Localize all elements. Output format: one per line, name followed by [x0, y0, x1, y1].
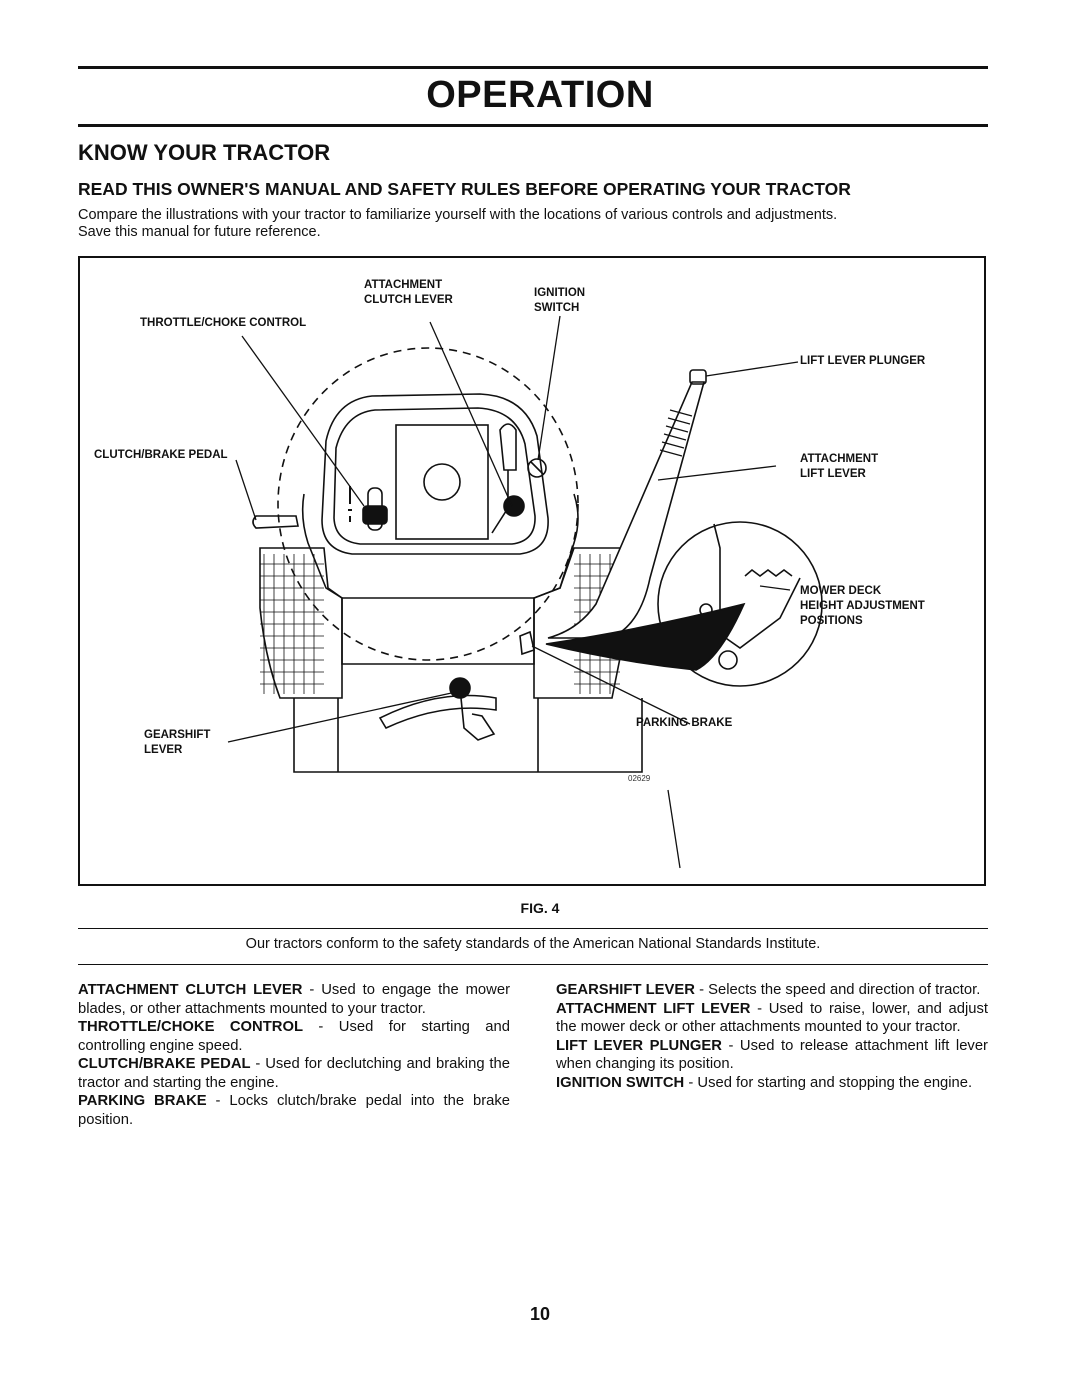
- leader-ignition: [537, 315, 561, 461]
- lift-lever-plunger-knob: [689, 369, 707, 385]
- label-mower-deck-height: MOWER DECK HEIGHT ADJUSTMENT POSITIONS: [800, 585, 925, 627]
- hood: [301, 493, 579, 665]
- desc-lift-lever-plunger: LIFT LEVER PLUNGER - Used to release att…: [556, 1037, 988, 1073]
- leader-lift-lever: [657, 465, 777, 481]
- figure-caption: FIG. 4: [520, 900, 560, 916]
- desc-attachment-lift-lever: ATTACHMENT LIFT LEVER - Used to raise, l…: [556, 1000, 988, 1036]
- intro-line-2: Save this manual for future reference.: [78, 224, 321, 240]
- dashboard-panel: [321, 393, 549, 555]
- left-grille: [260, 554, 324, 694]
- standards-top-rule: [78, 928, 988, 929]
- label-attachment-clutch-lever: ATTACHMENT CLUTCH LEVER: [364, 279, 453, 306]
- tractor-illustration: [227, 315, 823, 869]
- read-manual-subheading: READ THIS OWNER'S MANUAL AND SAFETY RULE…: [78, 179, 851, 199]
- desc-throttle-choke-control: THROTTLE/CHOKE CONTROL - Used for starti…: [78, 1019, 510, 1054]
- steering-wheel-outline: [277, 347, 579, 661]
- gearshift-quadrant: [378, 694, 497, 730]
- leader-gearshift: [227, 691, 457, 743]
- label-attachment-lift-lever: ATTACHMENT LIFT LEVER: [800, 453, 879, 480]
- intro-paragraph: Compare the illustrations with your trac…: [78, 207, 990, 241]
- label-parking-brake: PARKING BRAKE: [636, 717, 733, 729]
- leader-parking-brake: [531, 645, 691, 725]
- clutch-brake-pedal: [252, 515, 299, 529]
- gearshift-knob: [449, 677, 471, 699]
- leader-mower-deck: [759, 585, 791, 591]
- descriptions-left-column: ATTACHMENT CLUTCH LEVER - Used to engage…: [78, 981, 510, 1129]
- drawing-number: 02629: [628, 774, 651, 783]
- desc-clutch-brake-pedal: CLUTCH/BRAKE PEDAL - Used for declutchin…: [78, 1056, 510, 1091]
- label-ignition-switch: IGNITION SWITCH: [534, 287, 586, 314]
- left-fender: [259, 547, 343, 699]
- label-clutch-brake-pedal: CLUTCH/BRAKE PEDAL: [94, 449, 228, 461]
- leader-throttle: [241, 335, 365, 507]
- attachment-clutch-knob: [503, 495, 525, 517]
- label-lift-lever-plunger: LIFT LEVER PLUNGER: [800, 355, 926, 367]
- leader-lift-plunger: [705, 361, 799, 377]
- desc-parking-brake: PARKING BRAKE - Locks clutch/brake pedal…: [78, 1093, 510, 1128]
- page-section-title: OPERATION: [426, 74, 654, 116]
- know-your-tractor-heading: KNOW YOUR TRACTOR: [78, 140, 331, 165]
- standards-bottom-rule: [78, 964, 988, 965]
- top-rule: [78, 66, 988, 69]
- leader-clutch-pedal: [235, 459, 257, 521]
- fuel-gauge: [423, 463, 461, 501]
- label-throttle-choke-control: THROTTLE/CHOKE CONTROL: [140, 317, 307, 329]
- tractor-body: [293, 698, 643, 773]
- lift-lever-spring: [659, 409, 693, 457]
- title-underline-rule: [78, 124, 988, 127]
- intro-line-1: Compare the illustrations with your trac…: [78, 207, 838, 223]
- leader-attachment-clutch: [429, 321, 513, 507]
- parking-brake-knob: [519, 630, 535, 656]
- gearshift-handle: [459, 687, 496, 741]
- tractor-controls-figure: ATTACHMENT CLUTCH LEVER IGNITION SWITCH …: [78, 256, 986, 886]
- desc-gearshift-lever: GEARSHIFT LEVER - Selects the speed and …: [556, 982, 981, 998]
- ignition-switch: [527, 458, 547, 478]
- leader-drawing-number: [667, 789, 681, 869]
- instrument-panel: [395, 424, 489, 540]
- standards-note: Our tractors conform to the safety stand…: [245, 936, 821, 952]
- attachment-clutch-slot: [499, 423, 517, 471]
- label-gearshift-lever: GEARSHIFT LEVER: [144, 729, 211, 756]
- descriptions-right-column: GEARSHIFT LEVER - Selects the speed and …: [556, 981, 988, 1092]
- page-number: 10: [529, 1304, 551, 1324]
- detail-callout-wedge: [545, 602, 746, 671]
- desc-attachment-clutch-lever: ATTACHMENT CLUTCH LEVER - Used to engage…: [78, 982, 510, 1017]
- desc-ignition-switch: IGNITION SWITCH - Used for starting and …: [556, 1074, 973, 1091]
